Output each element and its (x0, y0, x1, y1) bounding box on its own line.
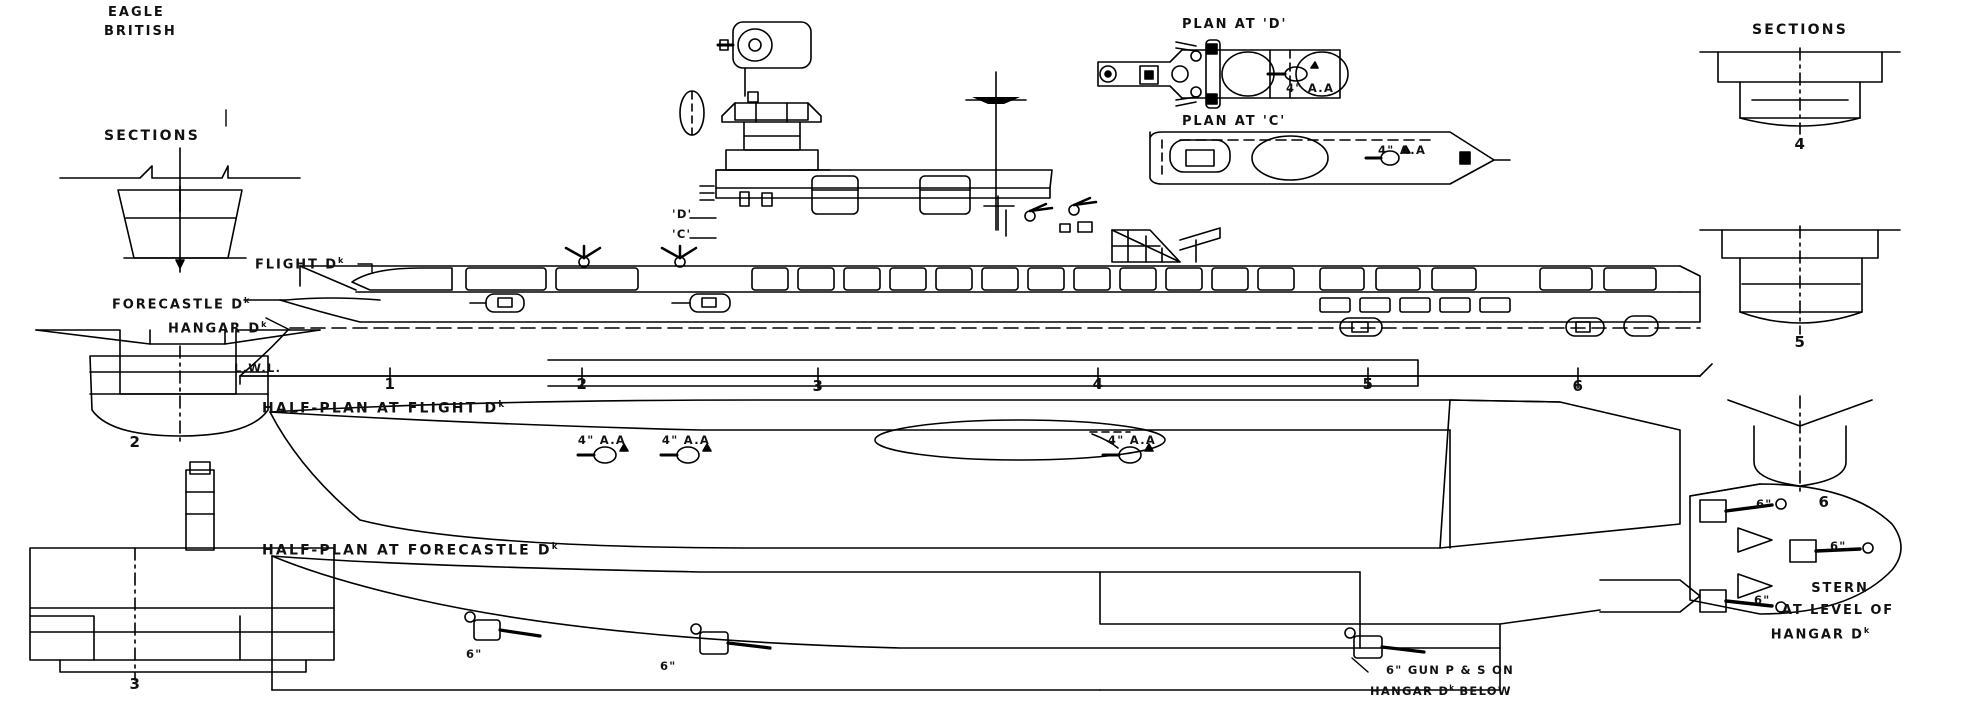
section-view-5 (1699, 225, 1901, 335)
profile-aa-gun-2 (660, 244, 698, 268)
forecastle-deck-label: FORECASTLE Dk (112, 296, 250, 313)
section-number-5: 5 (1794, 333, 1806, 351)
stern-view (1689, 483, 1902, 615)
half-plan-flight-title: HALF-PLAN AT FLIGHT Dk (262, 400, 505, 417)
sections-title-left: SECTIONS (104, 128, 200, 144)
section-number-6: 6 (1818, 493, 1830, 511)
six-inch-label-4: 6" (1830, 539, 1847, 553)
flight-deck-label: FLIGHT Dk (255, 256, 344, 273)
aa-label-3: 4" A.A (1107, 433, 1157, 447)
island-superstructure (699, 102, 1098, 237)
label-leader-lines (225, 109, 373, 331)
stern-title: STERN (1811, 581, 1869, 596)
stern-hangar-line: HANGAR Dk (1770, 626, 1870, 643)
ship-nationality-label: BRITISH (104, 24, 177, 39)
section-number-4: 4 (1794, 135, 1806, 153)
section-view-4 (1699, 47, 1901, 135)
aa-label-2: 4" A.A (661, 433, 711, 447)
stern-level-line: AT LEVEL OF (1781, 603, 1895, 618)
section-view-2-hull (35, 329, 321, 445)
plan-6in-gun-1 (464, 611, 542, 641)
plan-at-d-view (1097, 39, 1349, 109)
half-plan-flight-deck (269, 399, 1681, 549)
bridge-level-d-label: 'D' (672, 207, 693, 221)
superstructure-top-detail (679, 21, 812, 141)
plan-aa-mount-2 (659, 443, 712, 464)
plan-at-d-title: PLAN AT 'D' (1182, 17, 1288, 32)
hangar-gun-note-line2: HANGAR Dk BELOW (1370, 683, 1512, 698)
section-view-3 (29, 461, 335, 681)
station-number-6: 6 (1572, 377, 1584, 395)
plan-6in-gun-3 (1344, 627, 1426, 659)
plan-at-c-view (1149, 131, 1511, 185)
six-inch-label-3: 6" (1756, 497, 1773, 511)
stern-gun-upper (1699, 498, 1787, 523)
section-view-2 (59, 147, 301, 273)
profile-aa-gun-1 (564, 244, 602, 268)
plan-at-c-title: PLAN AT 'C' (1182, 114, 1287, 129)
station-number-2: 2 (576, 375, 588, 393)
aa-label-plan-c: 4" A.A (1378, 143, 1427, 157)
profile-station-ticks (389, 367, 1579, 389)
bridge-level-c-label: 'C' (672, 227, 692, 241)
plan-aa-mount-1 (576, 443, 629, 464)
section-number-2: 2 (129, 433, 141, 451)
aa-label-1: 4" A.A (577, 433, 627, 447)
crane-structure (1111, 227, 1221, 263)
lwl-label: L.W.L. (234, 361, 282, 375)
six-inch-label-5: 6" (1754, 593, 1771, 607)
station-number-5: 5 (1362, 375, 1374, 393)
plan-6in-gun-2 (690, 623, 772, 655)
stern-gun-lower (1699, 589, 1787, 613)
station-number-4: 4 (1092, 375, 1104, 393)
hangar-deck-label: HANGAR Dk (168, 320, 267, 337)
sections-title-right: SECTIONS (1752, 22, 1848, 38)
plan-aa-mount-3 (1091, 433, 1154, 464)
hangar-gun-note-line1: 6" GUN P & S ON (1386, 663, 1515, 677)
half-plan-forecastle-title: HALF-PLAN AT FORECASTLE Dk (262, 542, 558, 559)
six-inch-label-2: 6" (660, 659, 677, 673)
profile-view (239, 244, 1713, 385)
half-plan-forecastle-deck (271, 555, 1701, 691)
section-view-6 (1727, 395, 1873, 493)
stern-gun-middle (1789, 539, 1874, 563)
ship-name-label: EAGLE (108, 5, 165, 20)
aa-label-plan-d: 4" A.A (1286, 81, 1335, 95)
station-number-3: 3 (812, 377, 824, 395)
station-number-1: 1 (384, 375, 396, 393)
six-inch-label-1: 6" (466, 647, 483, 661)
section-number-3: 3 (129, 675, 141, 693)
mast-assembly (965, 71, 1027, 231)
